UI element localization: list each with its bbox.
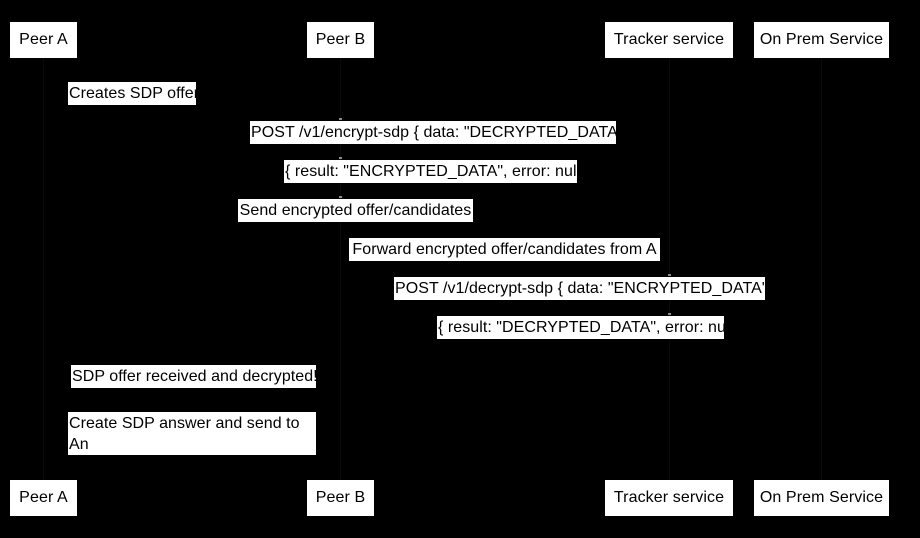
message-encrypt-sdp-result: { result: "ENCRYPTED_DATA", error: null … bbox=[284, 160, 590, 183]
participant-label: Tracker service bbox=[613, 31, 725, 48]
participant-label: Peer A bbox=[19, 31, 68, 48]
message-post-decrypt-sdp: POST /v1/decrypt-sdp { data: "ENCRYPTED_… bbox=[394, 277, 777, 300]
message-send-encrypted-offer: Send encrypted offer/candidates bbox=[238, 199, 473, 222]
participant-peer-b-bottom[interactable]: Peer B bbox=[307, 480, 374, 516]
lifeline-tick bbox=[668, 313, 671, 315]
message-line-2: using the same mechanism bbox=[94, 457, 290, 474]
participant-peer-a-bottom[interactable]: Peer A bbox=[10, 480, 77, 516]
lifeline-tick bbox=[339, 118, 342, 120]
message-sdp-offer-received: SDP offer received and decrypted! bbox=[71, 365, 318, 388]
participant-label: On Prem Service bbox=[759, 31, 884, 48]
lifeline-on-prem-service bbox=[821, 58, 822, 480]
lifeline-peer-a bbox=[43, 58, 44, 480]
lifeline-tick bbox=[668, 274, 671, 276]
lifeline-tracker-service bbox=[669, 58, 670, 480]
lifeline-tick bbox=[339, 157, 342, 159]
message-post-encrypt-sdp: POST /v1/encrypt-sdp { data: "DECRYPTED_… bbox=[250, 121, 633, 144]
message-line-1: Create SDP answer and send to An bbox=[69, 415, 300, 453]
participant-label: On Prem Service bbox=[759, 489, 884, 506]
message-create-sdp-answer: Create SDP answer and send to An using t… bbox=[68, 412, 316, 474]
message-forward-encrypted-offer: Forward encrypted offer/candidates from … bbox=[349, 238, 660, 261]
lifeline-tick bbox=[339, 196, 342, 198]
participant-peer-b-top[interactable]: Peer B bbox=[307, 22, 374, 58]
lifeline-peer-b bbox=[340, 58, 341, 480]
participant-label: Peer B bbox=[315, 31, 366, 48]
participant-on-prem-service-bottom[interactable]: On Prem Service bbox=[754, 480, 889, 516]
message-creates-sdp-offer: Creates SDP offer bbox=[68, 82, 199, 105]
message-decrypt-sdp-result: { result: "DECRYPTED_DATA", error: null … bbox=[437, 316, 743, 339]
participant-peer-a-top[interactable]: Peer A bbox=[10, 22, 77, 58]
participant-on-prem-service-top[interactable]: On Prem Service bbox=[754, 22, 889, 58]
participant-label: Peer A bbox=[19, 489, 68, 506]
participant-tracker-service-bottom[interactable]: Tracker service bbox=[605, 480, 733, 516]
participant-label: Peer B bbox=[315, 489, 366, 506]
participant-label: Tracker service bbox=[613, 489, 725, 506]
participant-tracker-service-top[interactable]: Tracker service bbox=[605, 22, 733, 58]
